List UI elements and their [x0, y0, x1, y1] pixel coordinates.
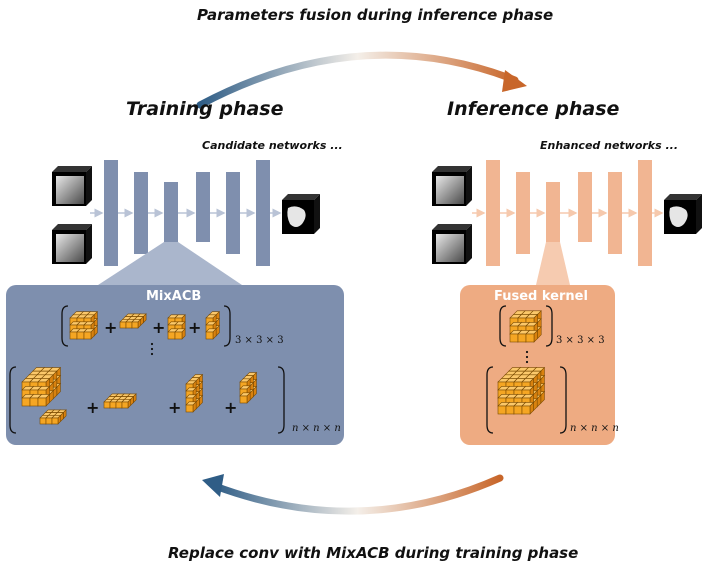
plus-sign: +: [188, 318, 201, 337]
input-brain-volume-bottom-inf: [432, 224, 472, 264]
inference-network: [432, 160, 702, 285]
kernel-nx1xn: [103, 393, 137, 409]
fused-kernel-illustration: [486, 305, 567, 434]
candidate-networks-label: Candidate networks ...: [202, 139, 343, 152]
mixacb-title: MixACB: [146, 289, 202, 304]
inference-layer-5: [608, 172, 622, 254]
bottom-caption: Replace conv with MixACB during training…: [168, 544, 579, 562]
plus-sign: +: [168, 398, 181, 417]
fused-dim-small: 3 × 3 × 3: [556, 335, 605, 346]
training-zoom-cone: [98, 242, 242, 285]
kernel-3x3x3: [69, 310, 99, 340]
fused-dim-large: n × n × n: [570, 423, 619, 434]
input-brain-volume-top-inf: [432, 166, 472, 206]
plus-sign: +: [224, 398, 237, 417]
input-brain-volume-bottom: [52, 224, 92, 264]
mixacb-kernel-illustration: + + + + + +: [9, 305, 285, 434]
kernel-1x3x3: [167, 314, 186, 340]
plus-sign: +: [86, 398, 99, 417]
training-layer-2: [134, 172, 148, 254]
fused-bracket-right-small: [545, 305, 553, 347]
inference-layer-1: [486, 160, 500, 266]
training-layer-3: [164, 182, 178, 242]
inference-layer-6: [638, 160, 652, 266]
ellipsis-dots-mixacb: [150, 342, 154, 356]
fused-kernel-nxnxn: [497, 366, 546, 415]
inference-zoom-cone: [536, 242, 570, 285]
training-layer-6: [256, 160, 270, 266]
training-layer-1: [104, 160, 118, 266]
top-fusion-arrow: [196, 51, 527, 109]
output-segmentation-volume-inf: [664, 194, 702, 234]
inference-layer-2: [516, 172, 530, 254]
kernel-3x3x1: [205, 310, 221, 340]
training-phase-title: Training phase: [126, 98, 284, 120]
fused-bracket-left-large: [486, 366, 494, 434]
kernel-3x1x3: [119, 313, 147, 329]
kernel-nxnxn-a: [21, 366, 62, 407]
training-network: [52, 160, 320, 285]
input-brain-volume-top: [52, 166, 92, 206]
fused-bracket-left-small: [499, 305, 507, 347]
enhanced-networks-label: Enhanced networks ...: [540, 139, 679, 152]
training-layer-5: [226, 172, 240, 254]
output-segmentation-volume: [282, 194, 320, 234]
kernel-1xnxn: [185, 373, 204, 413]
plus-sign: +: [104, 318, 117, 337]
bottom-replace-arrow: [202, 474, 504, 515]
inference-phase-title: Inference phase: [447, 98, 620, 120]
training-layer-4: [196, 172, 210, 242]
bracket-right-small: [223, 305, 231, 347]
bracket-left-large: [9, 366, 17, 434]
mixacb-dim-large: n × n × n: [292, 423, 341, 434]
fused-kernel-3x3x3: [509, 310, 542, 343]
top-caption: Parameters fusion during inference phase: [197, 6, 554, 24]
plus-sign: +: [152, 318, 165, 337]
fused-kernel-panel: [460, 285, 615, 445]
inference-layer-3: [546, 182, 560, 242]
inference-layer-4: [578, 172, 592, 242]
fused-kernel-title: Fused kernel: [494, 289, 588, 304]
fused-bracket-right-large: [559, 366, 567, 434]
kernel-nxnxn-b: [39, 409, 67, 425]
bracket-right-large: [277, 366, 285, 434]
ellipsis-dots-fused: [525, 350, 529, 364]
kernel-nxnx1: [239, 371, 258, 404]
bracket-left-small: [61, 305, 69, 347]
mixacb-dim-small: 3 × 3 × 3: [235, 335, 284, 346]
